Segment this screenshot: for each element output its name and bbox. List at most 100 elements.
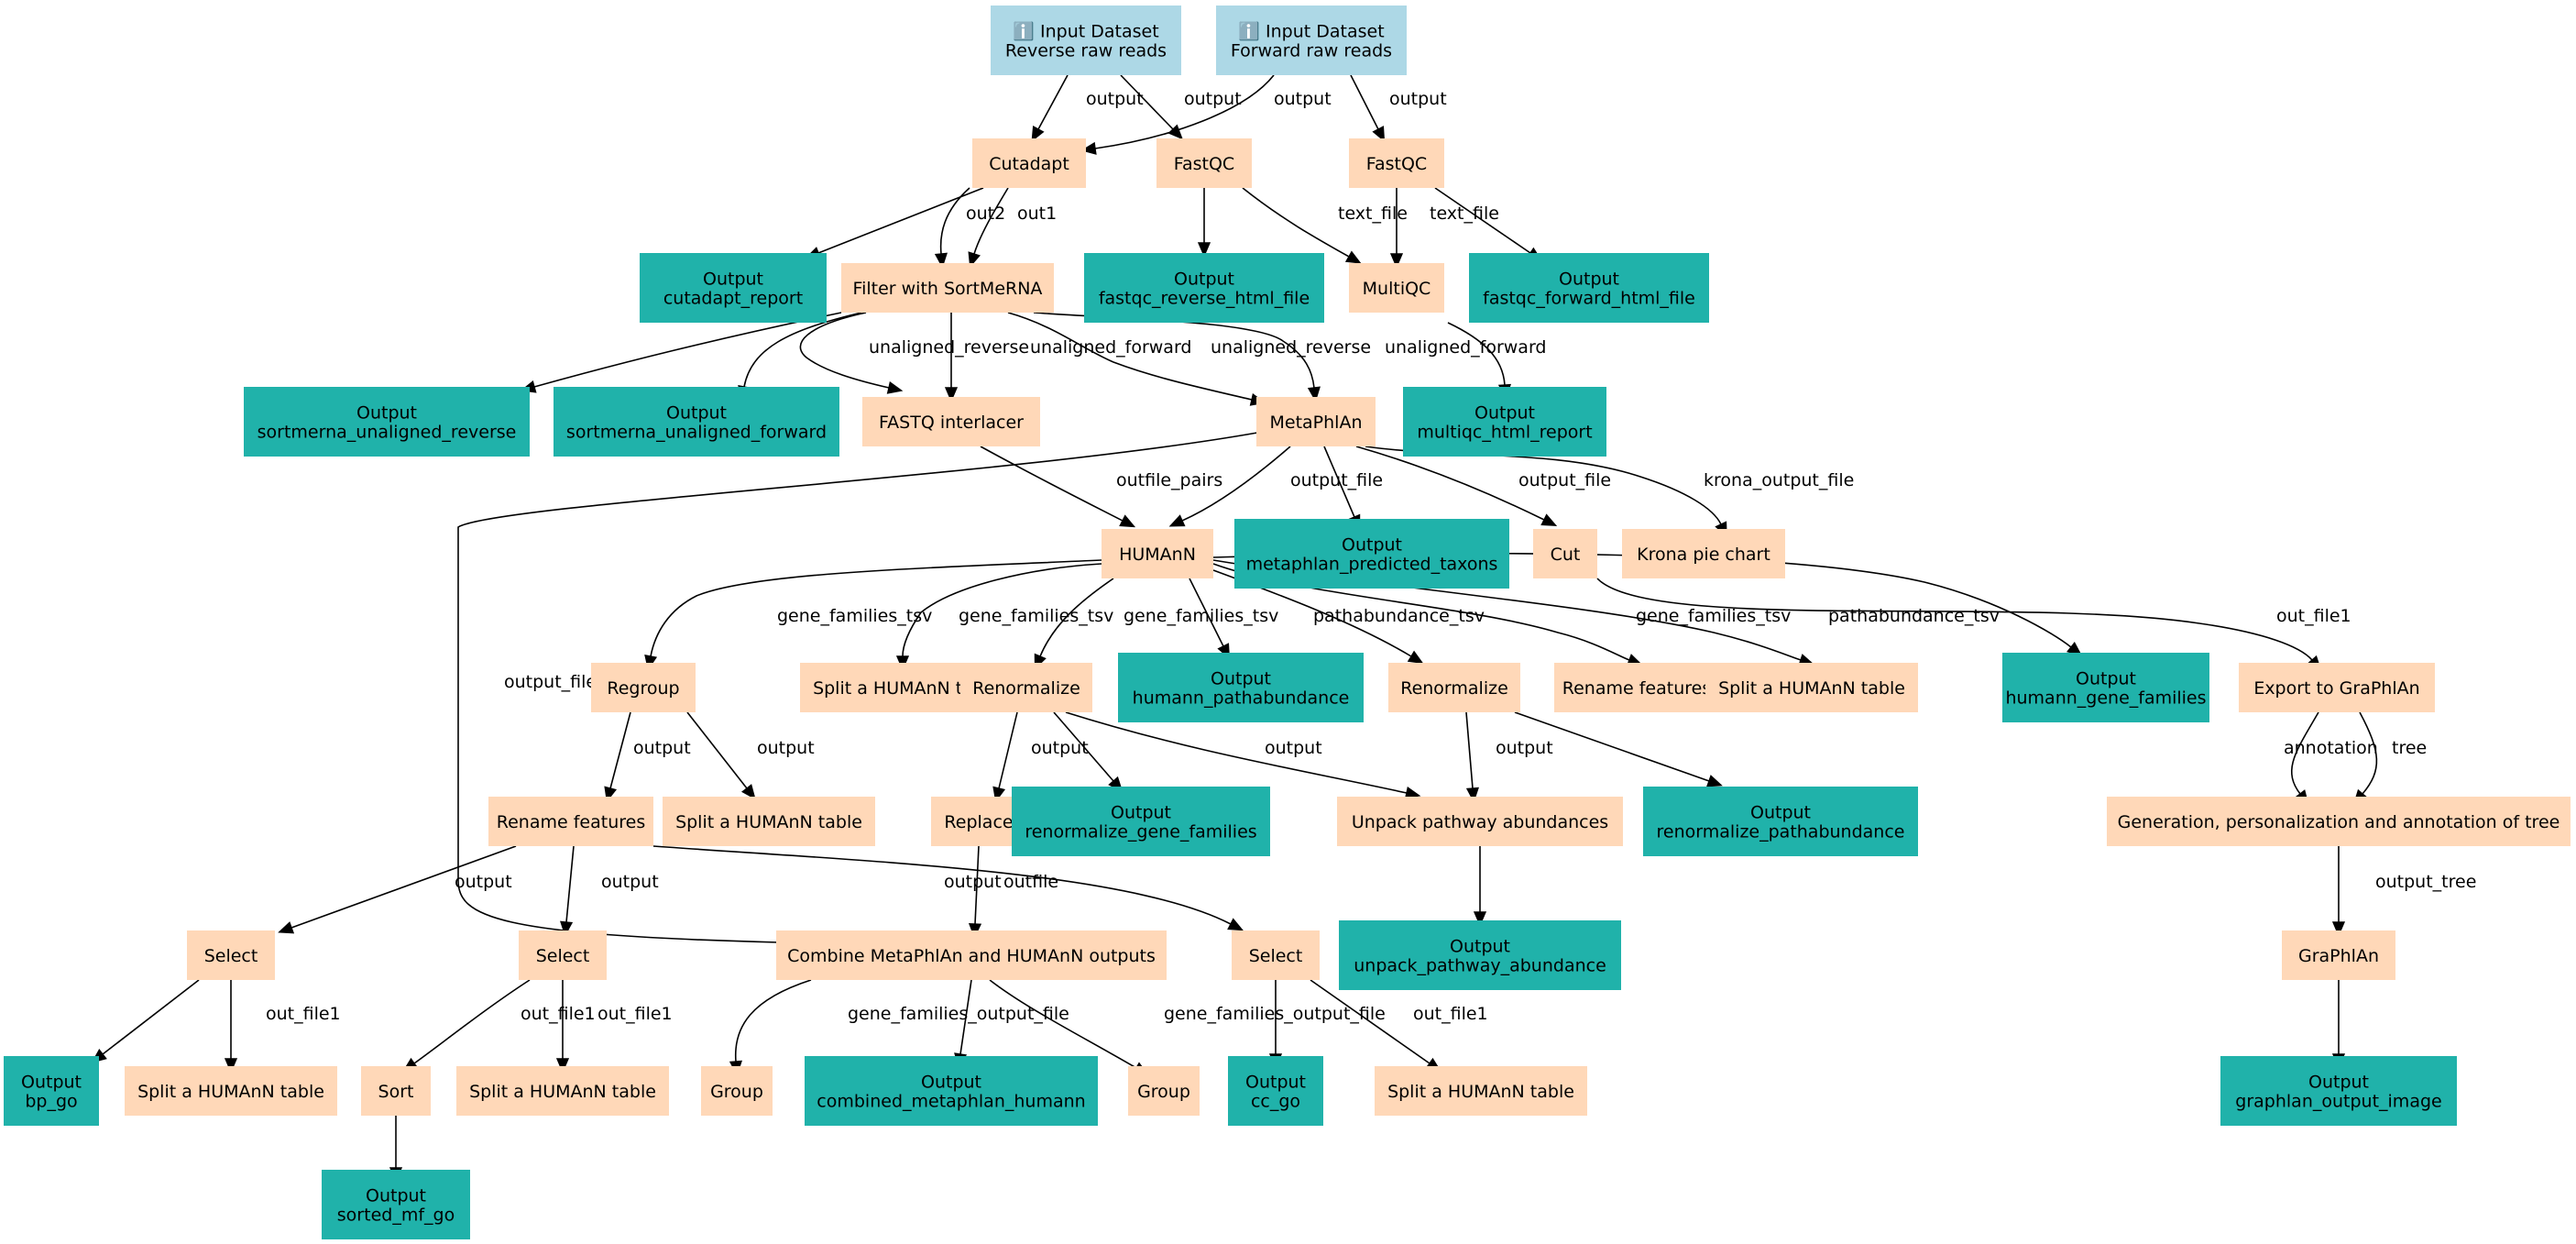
node-renorm1[interactable]: Renormalize	[960, 663, 1092, 712]
node-split6[interactable]: Split a HUMAnN table	[1375, 1066, 1587, 1116]
tool-box	[1388, 663, 1520, 712]
node-fastqc_f[interactable]: FastQC	[1349, 138, 1444, 188]
node-renorm2[interactable]: Renormalize	[1388, 663, 1520, 712]
node-replace[interactable]: Replace	[931, 797, 1026, 846]
node-renamef2[interactable]: Rename features	[488, 797, 653, 846]
output-box	[2220, 1056, 2457, 1126]
node-sort[interactable]: Sort	[361, 1066, 431, 1116]
node-sortmerna[interactable]: Filter with SortMeRNA	[841, 263, 1054, 313]
node-graphlan[interactable]: GraPhlAn	[2282, 930, 2395, 980]
edge-fastqc_r-to-out_fqc_r	[1197, 188, 1211, 258]
node-select1[interactable]: Select	[187, 930, 275, 980]
node-label-line: Rename features	[1562, 678, 1711, 699]
node-humann[interactable]: HUMAnN	[1102, 529, 1213, 578]
node-split3[interactable]: Split a HUMAnN table	[663, 797, 875, 846]
tool-box	[960, 663, 1092, 712]
node-label-line: Forward raw reads	[1231, 41, 1392, 61]
node-gentree[interactable]: Generation, personalization and annotati…	[2107, 797, 2571, 846]
arrowhead-icon	[560, 920, 574, 937]
node-split5[interactable]: Split a HUMAnN table	[456, 1066, 669, 1116]
node-label-line: multiqc_html_report	[1417, 423, 1592, 443]
edge-in_fwd-to-fastqc_f: output	[1350, 74, 1447, 143]
edge-line	[1514, 711, 1710, 782]
edge-label: out_file1	[2276, 606, 2351, 626]
node-label-line: Output	[1559, 270, 1619, 290]
edge-label: gene_families_tsv	[959, 606, 1113, 626]
node-label-line: Output	[921, 1073, 981, 1093]
node-renamef1[interactable]: Rename features	[1554, 663, 1719, 712]
node-label-line: Split a HUMAnN table	[137, 1082, 324, 1102]
edge-label: out2	[966, 204, 1005, 224]
node-metaphlan[interactable]: MetaPhlAn	[1256, 397, 1376, 446]
node-unpack[interactable]: Unpack pathway abundances	[1337, 797, 1623, 846]
node-label-line: Output	[356, 403, 417, 424]
node-label-line: HUMAnN	[1119, 545, 1196, 565]
node-krona[interactable]: Krona pie chart	[1622, 529, 1785, 578]
input-box	[991, 6, 1181, 75]
tool-box	[1349, 263, 1444, 313]
edge-line	[998, 711, 1018, 789]
edge-label: output	[944, 872, 1002, 892]
node-group2[interactable]: Group	[1128, 1066, 1200, 1116]
tool-box	[1375, 1066, 1587, 1116]
edge-metaphlan-to-cut: output_file	[1355, 446, 1611, 526]
arrowhead-icon	[1080, 141, 1097, 155]
node-interlacer[interactable]: FASTQ interlacer	[862, 397, 1040, 446]
node-group1[interactable]: Group	[701, 1066, 773, 1116]
edge-line	[974, 845, 980, 925]
edge-renorm2-to-out_rpa	[1514, 711, 1723, 787]
node-label-line: sortmerna_unaligned_reverse	[258, 423, 517, 443]
node-fastqc_r[interactable]: FastQC	[1156, 138, 1252, 188]
node-combine[interactable]: Combine MetaPhlAn and HUMAnN outputs	[776, 930, 1167, 980]
node-cutadapt[interactable]: Cutadapt	[972, 138, 1086, 188]
edge-label: output	[633, 738, 691, 758]
node-select2[interactable]: Select	[519, 930, 607, 980]
arrowhead-icon	[555, 1058, 570, 1073]
tool-box	[1156, 138, 1252, 188]
edge-line	[939, 187, 970, 255]
node-label-line: fastqc_forward_html_file	[1483, 289, 1695, 309]
node-cut[interactable]: Cut	[1533, 529, 1597, 578]
node-regroup[interactable]: Regroup	[591, 663, 696, 712]
edge-label: gene_families_tsv	[1636, 606, 1791, 626]
node-multiqc[interactable]: MultiQC	[1349, 263, 1444, 313]
node-label-line: sorted_mf_go	[337, 1205, 455, 1226]
edge-line	[734, 979, 812, 1062]
edge-select3-to-split6: out_file1	[1310, 979, 1488, 1073]
edge-label: text_file	[1430, 204, 1499, 224]
node-export[interactable]: Export to GraPhlAn	[2239, 663, 2435, 712]
edge-label: text_file	[1338, 204, 1408, 224]
edge-label: out_file1	[1413, 1004, 1488, 1024]
output-box	[805, 1056, 1098, 1126]
edge-label: output	[1265, 738, 1322, 758]
edge-line	[799, 312, 890, 389]
edge-renorm1-to-unpack: output	[1065, 711, 1421, 799]
node-split2[interactable]: Split a HUMAnN table	[1705, 663, 1918, 712]
edge-sortmerna-to-out_sm_rev	[520, 312, 842, 393]
node-label-line: Export to GraPhlAn	[2253, 678, 2419, 699]
node-select3[interactable]: Select	[1232, 930, 1320, 980]
edge-line	[565, 845, 575, 923]
edge-line	[2359, 711, 2378, 795]
node-split4[interactable]: Split a HUMAnN table	[125, 1066, 337, 1116]
edge-label: out_file1	[597, 1004, 673, 1024]
